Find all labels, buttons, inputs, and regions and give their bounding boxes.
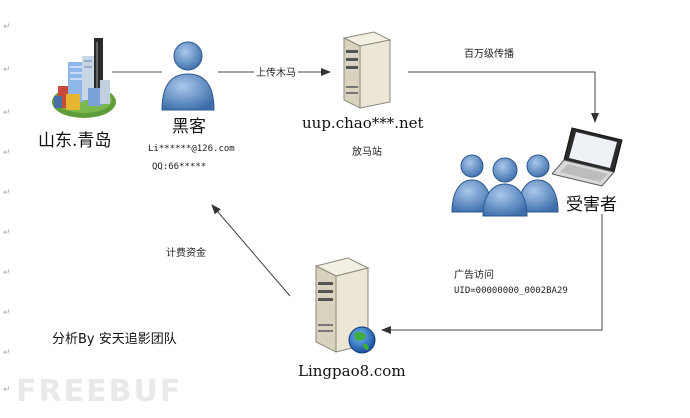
freebuf-watermark: FREEBUF bbox=[16, 374, 183, 409]
billing-arrow bbox=[211, 204, 291, 297]
hacker-label: 黑客 bbox=[172, 117, 206, 137]
server-icon bbox=[342, 31, 392, 109]
paragraph-mark: ↵ bbox=[3, 348, 11, 358]
uid-label: UID=00000000_0002BA29 bbox=[454, 286, 568, 296]
spread-arrow bbox=[408, 71, 599, 123]
hacker-email: Li******@126.com bbox=[148, 144, 235, 154]
city-buildings-icon bbox=[52, 38, 116, 118]
hacker-qq: QQ:66***** bbox=[152, 162, 207, 172]
paragraph-mark: ↵ bbox=[3, 65, 11, 75]
ad-access-arrow bbox=[381, 214, 603, 334]
paragraph-mark: ↵ bbox=[3, 148, 11, 158]
spread-label: 百万级传播 bbox=[464, 49, 514, 60]
server-label: uup.chao***.net bbox=[302, 114, 424, 132]
paragraph-mark: ↵ bbox=[3, 22, 11, 32]
paragraph-mark: ↵ bbox=[3, 228, 11, 238]
paragraph-mark: ↵ bbox=[3, 385, 11, 395]
city-label: 山东.青岛 bbox=[38, 131, 112, 151]
billing-label: 计费资金 bbox=[166, 248, 206, 259]
analysis-credit: 分析By 安天追影团队 bbox=[52, 332, 177, 347]
paragraph-mark: ↵ bbox=[3, 108, 11, 118]
paragraph-mark: ↵ bbox=[3, 308, 11, 318]
ad-access-label: 广告访问 bbox=[454, 270, 494, 281]
paragraph-mark: ↵ bbox=[3, 268, 11, 278]
paragraph-mark: ↵ bbox=[3, 188, 11, 198]
upload-label: 上传木马 bbox=[254, 64, 298, 79]
victims-group-icon bbox=[451, 154, 559, 217]
laptop-icon bbox=[552, 127, 623, 187]
ad-server-icon bbox=[314, 257, 376, 354]
victims-label: 受害者 bbox=[566, 195, 617, 215]
server-sublabel: 放马站 bbox=[352, 147, 382, 158]
ad-server-label: Lingpao8.com bbox=[298, 362, 406, 380]
hacker-person-icon bbox=[161, 41, 215, 111]
